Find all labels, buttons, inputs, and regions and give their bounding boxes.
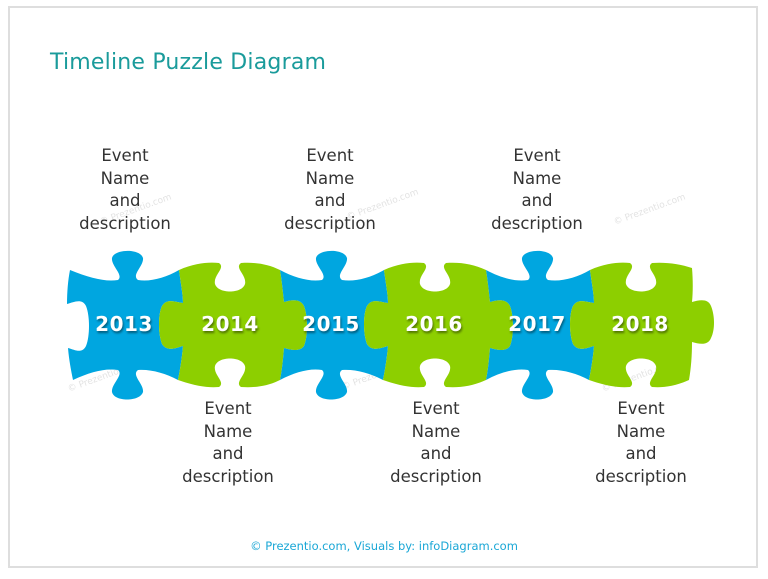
event-line: and xyxy=(212,444,244,463)
year-label-2015: 2015 xyxy=(302,312,360,336)
event-line: description xyxy=(595,466,687,486)
event-line: Name xyxy=(100,168,150,188)
year-label-2013: 2013 xyxy=(95,312,153,336)
event-line: and xyxy=(420,444,452,463)
event-line: Event xyxy=(412,399,460,418)
event-line: and xyxy=(109,191,141,210)
event-line: Name xyxy=(203,421,253,441)
event-line: Name xyxy=(411,421,461,441)
event-line: Event xyxy=(617,399,665,418)
event-line: and xyxy=(521,191,553,210)
event-line: Event xyxy=(204,399,252,418)
event-line: and xyxy=(314,191,346,210)
event-line: description xyxy=(390,466,482,486)
puzzle-piece-2017 xyxy=(486,250,594,400)
event-line: Name xyxy=(305,168,355,188)
puzzle-piece-2014 xyxy=(159,262,307,388)
page-title: Timeline Puzzle Diagram xyxy=(50,50,327,75)
puzzle-piece-2018 xyxy=(570,262,714,388)
event-line: Event xyxy=(513,146,561,165)
footer-credit: © Prezentio.com, Visuals by: infoDiagram… xyxy=(250,539,518,553)
event-description-2014: Event Name and description xyxy=(163,398,293,488)
year-label-2014: 2014 xyxy=(201,312,259,336)
event-description-2015: Event Name and description xyxy=(265,145,395,235)
puzzle-piece-2016 xyxy=(364,262,513,388)
event-description-2018: Event Name and description xyxy=(576,398,706,488)
year-label-2017: 2017 xyxy=(508,312,566,336)
event-line: description xyxy=(182,466,274,486)
event-line: Name xyxy=(512,168,562,188)
event-line: Event xyxy=(306,146,354,165)
event-line: description xyxy=(79,213,171,233)
event-line: and xyxy=(625,444,657,463)
event-description-2017: Event Name and description xyxy=(472,145,602,235)
event-line: description xyxy=(284,213,376,233)
event-line: Event xyxy=(101,146,149,165)
event-line: description xyxy=(491,213,583,233)
puzzle-piece-2013 xyxy=(67,250,183,400)
puzzle-piece-2015 xyxy=(280,250,388,400)
event-description-2013: Event Name and description xyxy=(60,145,190,235)
year-label-2018: 2018 xyxy=(611,312,669,336)
event-line: Name xyxy=(616,421,666,441)
year-label-2016: 2016 xyxy=(405,312,463,336)
event-description-2016: Event Name and description xyxy=(371,398,501,488)
